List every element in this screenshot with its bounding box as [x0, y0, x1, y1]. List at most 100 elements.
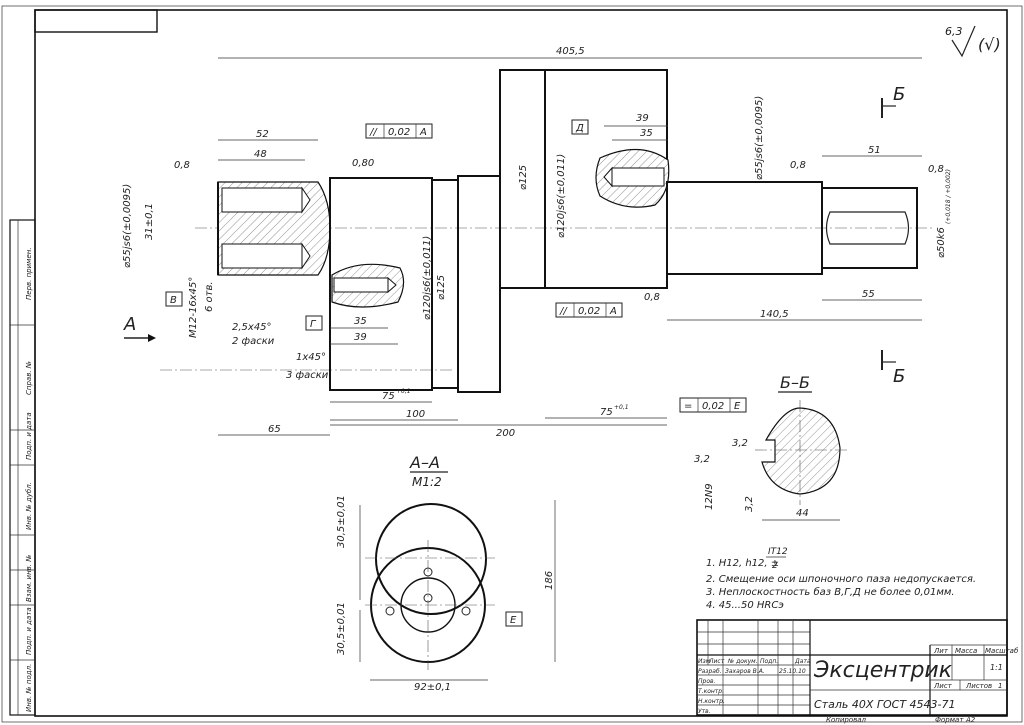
- section-arrows: A Б Б: [123, 84, 905, 387]
- tb-copied: Копировал: [826, 716, 867, 724]
- aa-dim-width: 92±0,1: [414, 682, 451, 693]
- dim-r08c: 0,8: [790, 160, 806, 171]
- tb-lit: Лит: [933, 647, 949, 655]
- dim-75b: 75: [600, 407, 613, 418]
- tb-sheet: Лист: [933, 682, 953, 690]
- dim-39b: 39: [636, 113, 649, 124]
- technical-notes: 1. H12, h12, ± IT12 2 2. Смещение оси шп…: [706, 547, 976, 611]
- dim-cham2-note: 3 фаски: [286, 370, 329, 381]
- tb-date: Дата: [794, 658, 811, 665]
- dim-75b-tol: +0,1: [614, 404, 629, 411]
- shaft-main-view: [160, 69, 935, 393]
- dim-dia120a: ⌀120js6(±0,011): [422, 236, 433, 320]
- dim-left-dia: ⌀55js6(±0,0095): [122, 184, 133, 268]
- tb-izm: Изм: [698, 658, 711, 665]
- arrow-a-label: A: [123, 314, 136, 335]
- title-block: Изм Лист № докум. Подп. Дата Разраб. Зах…: [696, 619, 1019, 724]
- dim-75a-tol: +0,1: [396, 388, 411, 395]
- dim-cham2: 1x45°: [296, 352, 326, 363]
- dim-r080: 0,80: [352, 158, 374, 169]
- aa-dim-top: 30,5±0,01: [336, 495, 347, 548]
- dim-right-dia55: ⌀55js6(±0,0095): [754, 96, 765, 180]
- tb-utv: Утв.: [698, 708, 711, 715]
- dim-51: 51: [868, 145, 881, 156]
- side-label-perv: Перв. примен.: [25, 247, 33, 300]
- dim-left-31: 31±0,1: [144, 203, 155, 240]
- aa-dim-bottom: 30,5±0,01: [336, 602, 347, 655]
- bb-dim-slot: 12N9: [704, 483, 715, 510]
- dim-cham1-note: 2 фаски: [232, 336, 275, 347]
- tf1-symbol: //: [369, 127, 378, 138]
- side-label-podp1: Подп. и дата: [25, 412, 33, 460]
- tolerance-frame-3: = 0,02 Е: [679, 397, 747, 413]
- tf3-datum: Е: [734, 401, 741, 412]
- dimension-texts: 405,5 52 48 0,8 0,80 0,8 0,8 0,8 ⌀55js6(…: [122, 46, 952, 693]
- dim-overall: 405,5: [556, 46, 585, 57]
- section-aa: A–A M1:2: [365, 453, 495, 670]
- dim-r08a: 0,8: [174, 160, 190, 171]
- bb-dim-32b: 3,2: [694, 454, 710, 465]
- section-bb: Б–Б: [755, 373, 850, 505]
- tb-format: Формат: [935, 716, 964, 724]
- note-4: 4. 45...50 HRCэ: [706, 600, 784, 611]
- section-aa-title: A–A: [409, 453, 440, 472]
- side-label-vzam: Взам. инв. №: [25, 554, 33, 602]
- note-1: 1. H12, h12, ±: [706, 558, 779, 569]
- dim-dia120b: ⌀120js6(±0,011): [556, 154, 567, 238]
- dim-48: 48: [254, 149, 267, 160]
- datum-v: В: [170, 295, 177, 306]
- tf3-value: 0,02: [702, 401, 724, 412]
- tb-scale-value: 1:1: [990, 663, 1003, 672]
- tb-razrab-name: Захаров В.А.: [725, 668, 765, 675]
- bb-dim-width: 44: [796, 508, 809, 519]
- note-1-num: IT12: [768, 547, 788, 557]
- note-1-den: 2: [772, 561, 778, 571]
- note-2: 2. Смещение оси шпоночного паза недопуск…: [706, 574, 976, 585]
- side-label-podp2: Подп. и дата: [25, 607, 33, 655]
- dim-thread-count: 6 отв.: [204, 281, 215, 312]
- tb-mass: Масса: [955, 647, 977, 655]
- tolerance-frame-2: // 0,02 A: [555, 302, 623, 318]
- tb-sign: Подп.: [760, 658, 778, 665]
- tb-doc: № докум.: [727, 658, 758, 665]
- tb-razrab-date: 25.10.10: [779, 668, 806, 675]
- tb-sheets: Листов: [965, 682, 992, 690]
- arrow-b-bottom-label: Б: [893, 366, 905, 387]
- dim-100: 100: [406, 409, 425, 420]
- dim-35a: 35: [354, 316, 367, 327]
- dim-140: 140,5: [760, 309, 789, 320]
- dim-200: 200: [496, 428, 515, 439]
- datum-e: Е: [510, 615, 517, 626]
- tf2-symbol: //: [559, 306, 568, 317]
- dim-dia125a: ⌀125: [436, 275, 447, 300]
- bb-dim-32a: 3,2: [732, 438, 748, 449]
- side-strip: Перв. примен. Справ. № Подп. и дата Инв.…: [9, 219, 36, 716]
- dim-right-dia50-tol: (+0,018 / +0,002): [945, 169, 952, 224]
- side-label-inv-dubl: Инв. № дубл.: [25, 482, 33, 530]
- tf1-datum: A: [419, 127, 427, 138]
- tb-scale: Масштаб: [985, 647, 1019, 655]
- tb-part-name: Эксцентрик: [813, 658, 953, 683]
- dim-r08b: 0,8: [644, 292, 660, 303]
- bb-dim-32c: 3,2: [744, 496, 755, 512]
- side-label-sprav: Справ. №: [25, 361, 33, 395]
- roughness-mark: 6,3 (√): [945, 25, 1001, 58]
- drawing-frame: Перв. примен. Справ. № Подп. и дата Инв.…: [1, 5, 1023, 723]
- tb-nkontr: Н.контр.: [698, 698, 725, 705]
- tf2-value: 0,02: [578, 306, 600, 317]
- dim-r08d: 0,8: [928, 164, 944, 175]
- dimension-lines: [218, 57, 922, 681]
- aa-dim-height: 186: [544, 571, 555, 590]
- datum-d: Д: [575, 123, 584, 134]
- section-bb-title: Б–Б: [780, 373, 810, 392]
- side-label-inv-podl: Инв. № подл.: [25, 664, 33, 712]
- tf1-value: 0,02: [388, 127, 410, 138]
- tb-format-value: A2: [965, 716, 976, 724]
- dim-65: 65: [268, 424, 281, 435]
- tb-material: Сталь 40Х ГОСТ 4543-71: [814, 698, 956, 711]
- tb-list: Лист: [708, 658, 725, 665]
- dim-right-dia50: ⌀50k6: [936, 227, 947, 258]
- dim-75a: 75: [382, 391, 395, 402]
- roughness-rest: (√): [978, 35, 1001, 54]
